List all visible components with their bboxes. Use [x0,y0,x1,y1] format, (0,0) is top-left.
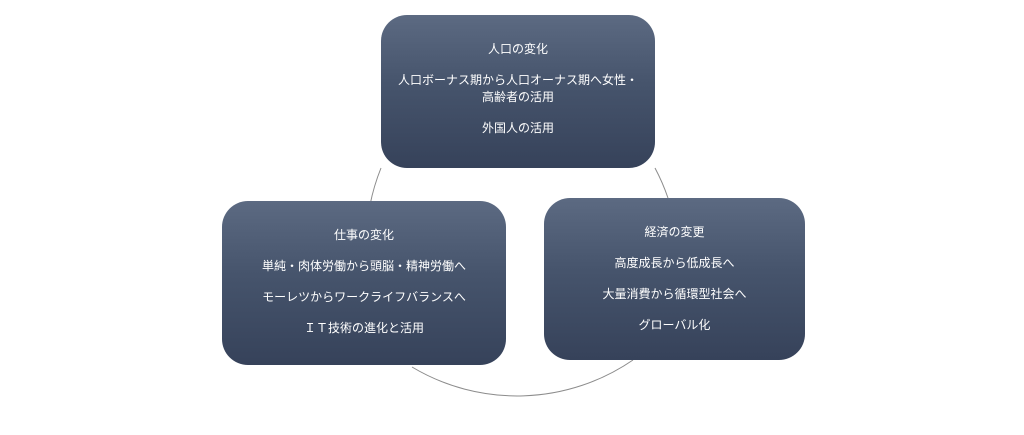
connector-arc-top-right [654,167,669,199]
node-line: 外国人の活用 [481,121,554,135]
node-line: 単純・肉体労働から頭脳・精神労働へ [261,259,466,273]
node-title: 人口の変化 [487,42,548,56]
node-line: ＩＴ技術の進化と活用 [303,321,424,335]
node-title: 仕事の変化 [333,228,394,242]
node-work-change: 仕事の変化 単純・肉体労働から頭脳・精神労働へ モーレツからワークライフバランス… [222,201,506,365]
node-line: 高度成長から低成長へ [614,256,735,270]
node-economy-change: 経済の変更 高度成長から低成長へ 大量消費から循環型社会へ グローバル化 [544,198,805,360]
node-population-change: 人口の変化 人口ボーナス期から人口オーナス期へ女性・高齢者の活用 外国人の活用 [381,15,655,168]
node-line: 大量消費から循環型社会へ [602,287,747,301]
node-line: 人口ボーナス期から人口オーナス期へ女性・高齢者の活用 [397,73,638,104]
node-line: グローバル化 [638,318,711,332]
node-title: 経済の変更 [644,225,705,239]
connector-arc-top-left [369,167,382,206]
connector-arc-bottom [411,359,634,397]
node-line: モーレツからワークライフバランスへ [262,290,466,304]
